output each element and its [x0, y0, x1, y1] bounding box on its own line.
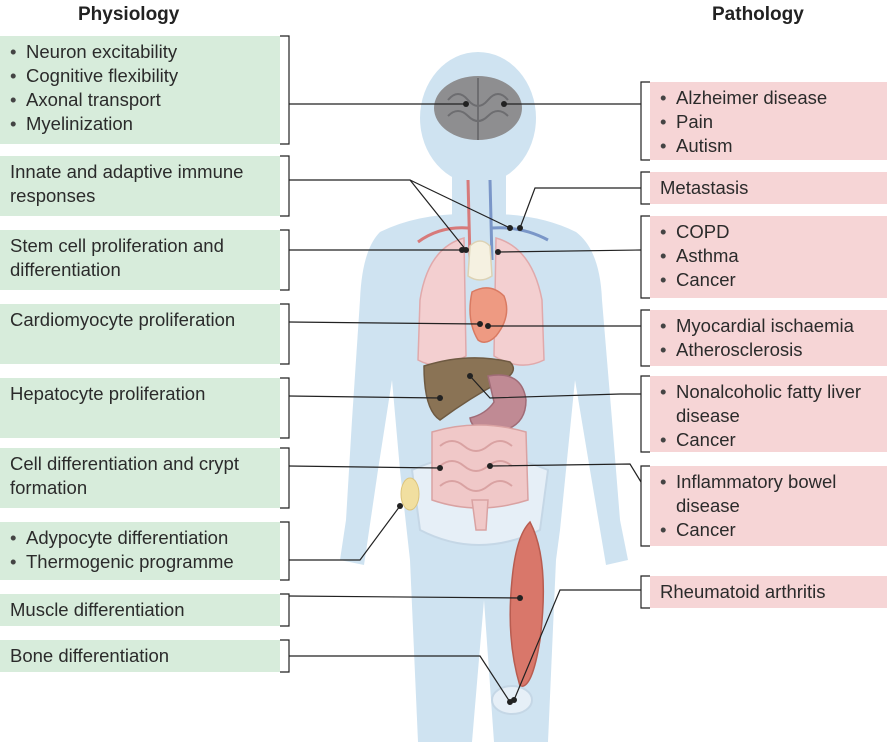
brain-organ	[434, 76, 522, 140]
intestine-organ	[431, 424, 529, 531]
list-item: Cancer	[660, 518, 881, 542]
pathology-box-metastasis: Metastasis	[650, 172, 887, 204]
list-item: Adypocyte differentiation	[10, 526, 274, 550]
pathology-box-intestine: Inflammatory bowel disease Cancer	[650, 466, 887, 546]
adipose-tissue	[400, 477, 420, 511]
connector-lines	[288, 103, 642, 703]
physiology-box-brain: Neuron excitability Cognitive flexibilit…	[0, 36, 280, 144]
list-item: Cognitive flexibility	[10, 64, 274, 88]
list-item: Axonal transport	[10, 88, 274, 112]
list-item: Alzheimer disease	[660, 86, 881, 110]
physiology-box-muscle: Muscle differentiation	[0, 594, 280, 626]
list-item: Inflammatory bowel disease	[660, 470, 881, 518]
physiology-box-adipocyte: Adypocyte differentiation Thermogenic pr…	[0, 522, 280, 580]
list-item: COPD	[660, 220, 881, 244]
thymus-organ	[467, 240, 493, 281]
pathology-box-heart: Myocardial ischaemia Atherosclerosis	[650, 310, 887, 366]
pathology-box-brain: Alzheimer disease Pain Autism	[650, 82, 887, 160]
list-item: Pain	[660, 110, 881, 134]
physiology-box-stem-cell: Stem cell proliferation and differentiat…	[0, 230, 280, 290]
list-item: Asthma	[660, 244, 881, 268]
list-item: Myocardial ischaemia	[660, 314, 881, 338]
physiology-box-cardiomyocyte: Cardiomyocyte proliferation	[0, 304, 280, 364]
physiology-heading: Physiology	[78, 4, 180, 25]
list-item: Cancer	[660, 268, 881, 292]
list-item: Atherosclerosis	[660, 338, 881, 362]
list-item: Autism	[660, 134, 881, 158]
connector-dots	[397, 101, 523, 705]
pathology-heading: Pathology	[712, 4, 804, 25]
list-item: Thermogenic programme	[10, 550, 274, 574]
heart-organ	[469, 287, 508, 343]
list-item: Myelinization	[10, 112, 274, 136]
list-item: Neuron excitability	[10, 40, 274, 64]
pathology-box-lung: COPD Asthma Cancer	[650, 216, 887, 298]
physiology-box-bone: Bone differentiation	[0, 640, 280, 672]
lungs-organ	[417, 237, 545, 366]
physiology-box-hepatocyte: Hepatocyte proliferation	[0, 378, 280, 438]
physiology-box-immune: Innate and adaptive immune responses	[0, 156, 280, 216]
list-item: Nonalcoholic fatty liver disease	[660, 380, 881, 428]
physiology-box-crypt: Cell differentiation and crypt formation	[0, 448, 280, 508]
pathology-box-liver: Nonalcoholic fatty liver disease Cancer	[650, 376, 887, 452]
pathology-box-joint: Rheumatoid arthritis	[650, 576, 887, 608]
list-item: Cancer	[660, 428, 881, 452]
box-brackets	[280, 35, 650, 673]
